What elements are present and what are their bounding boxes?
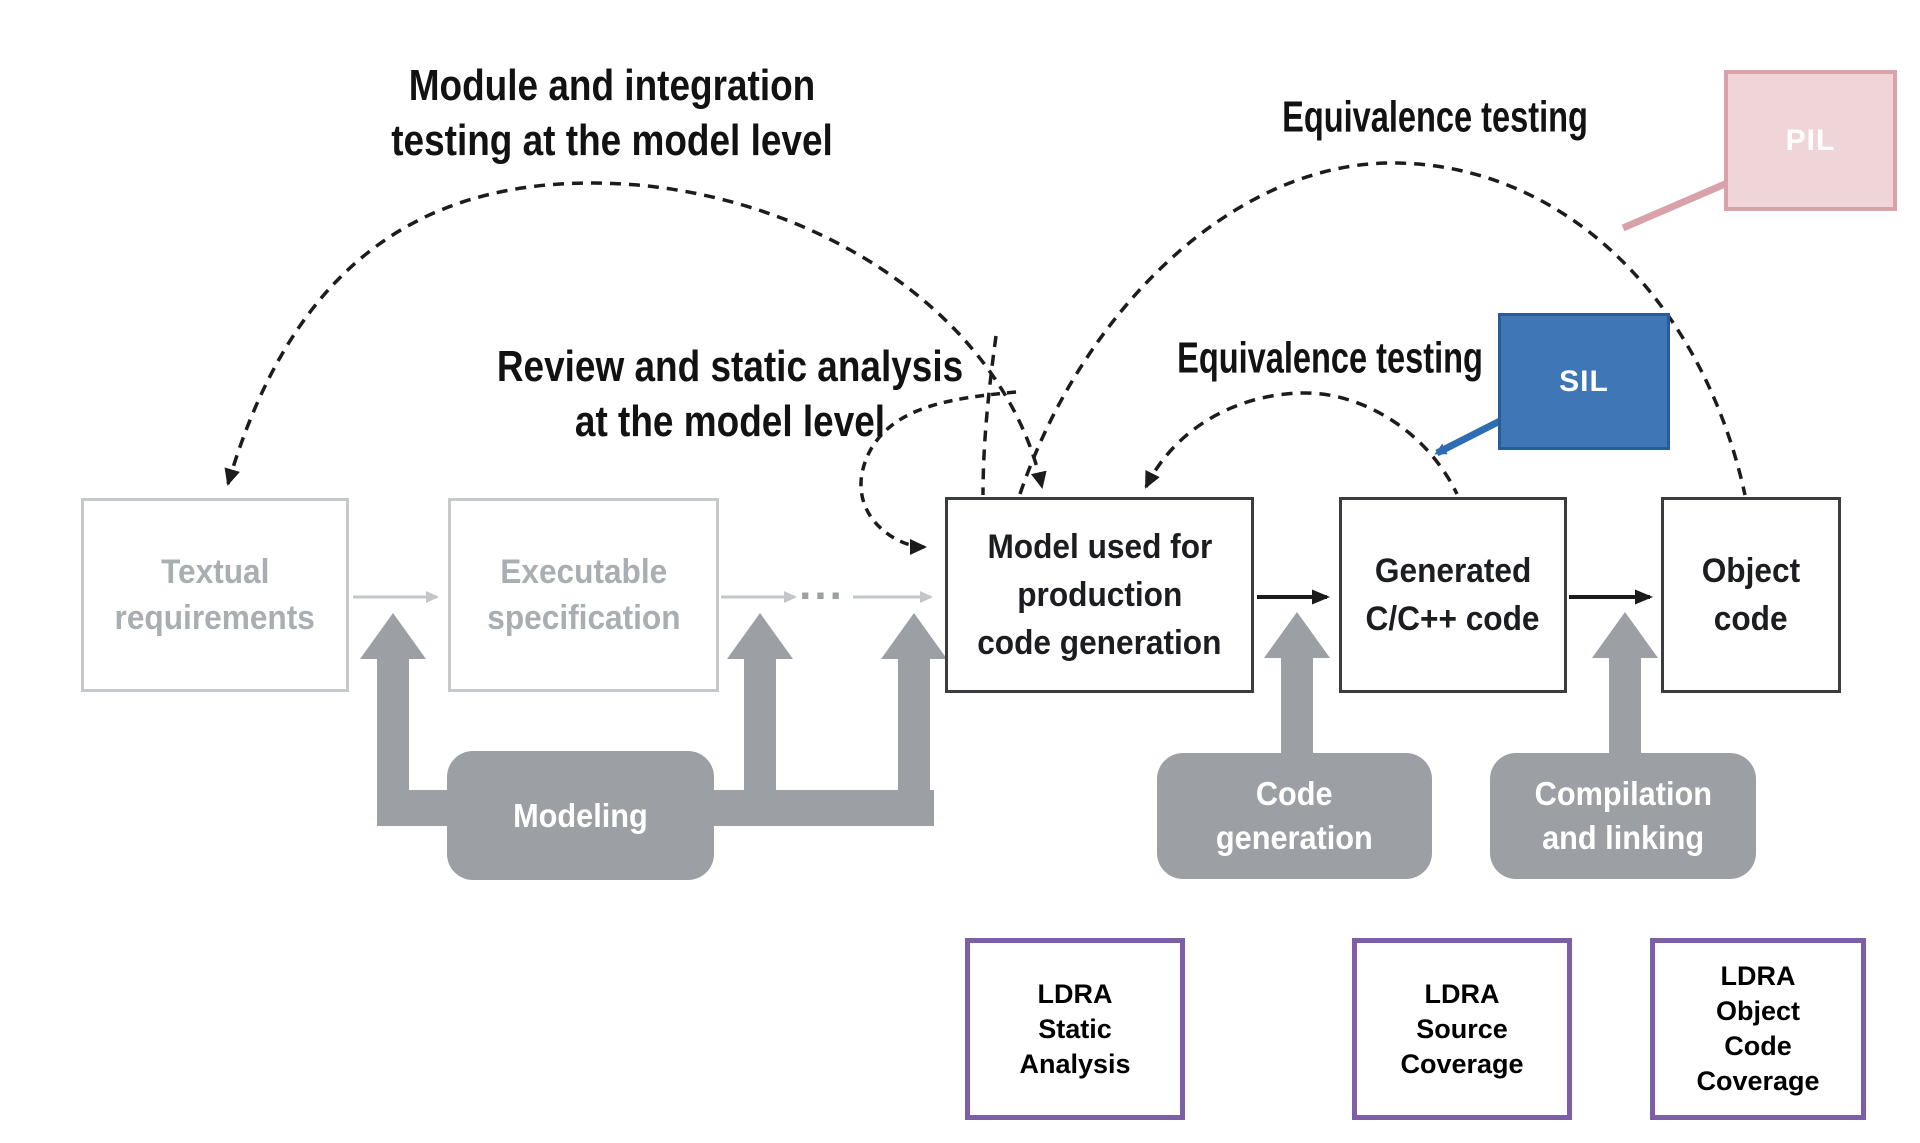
review-static-line1: Review and static analysis [496, 342, 964, 391]
object-code-box: Object code [1661, 497, 1841, 693]
executable-specification-box: Executable specification [448, 498, 719, 692]
compile-up-arrow [1592, 612, 1658, 755]
modeling-up-arrows [360, 613, 947, 826]
production-model-line2: production [1016, 576, 1183, 614]
object-code-line1: Object [1701, 552, 1801, 590]
modeling-arrow3-shaft [898, 650, 930, 795]
codegen-up-arrow [1264, 612, 1330, 755]
ldra-static-analysis-box: LDRA Static Analysis [965, 938, 1185, 1120]
modeling-arrow2-shaft [744, 650, 776, 795]
textual-requirements-line2: requirements [114, 599, 316, 637]
compile-arrow-head [1592, 612, 1658, 658]
ldra-source-coverage-box: LDRA Source Coverage [1352, 938, 1572, 1120]
sil-tag-label: SIL [1559, 364, 1609, 398]
ldra-source-line1: LDRA [1424, 978, 1500, 1009]
compilation-linking-process-box: Compilation and linking [1490, 753, 1756, 879]
arc-module-integration-testing [224, 181, 1047, 489]
equivalence-testing-top-label: Equivalence testing [1282, 92, 1588, 142]
object-code-line2: code [1714, 600, 1788, 638]
textual-requirements-box: Textual requirements [81, 498, 349, 692]
pil-connector-line [1621, 180, 1727, 232]
arc-equivalence-testing-pil [1018, 161, 1747, 496]
ldra-object-line2: Object [1715, 996, 1801, 1026]
modeling-arrow3-head [881, 613, 947, 659]
compilation-linking-line2: and linking [1542, 819, 1704, 856]
ldra-object-coverage-box: LDRA Object Code Coverage [1650, 938, 1866, 1120]
modeling-process-box: Modeling [447, 751, 714, 880]
ldra-object-line1: LDRA [1720, 961, 1796, 991]
modeling-arrow2-head [727, 613, 793, 659]
codegen-arrow-head [1264, 612, 1330, 658]
module-testing-label: Module and integration testing at the mo… [391, 58, 833, 168]
generated-code-line2: C/C++ code [1366, 600, 1540, 638]
textual-requirements-line1: Textual [160, 553, 270, 591]
modeling-label: Modeling [513, 796, 648, 834]
sil-tag: SIL [1498, 313, 1670, 450]
executable-specification-line1: Executable [500, 553, 667, 591]
equivalence-testing-mid-label: Equivalence testing [1177, 333, 1483, 383]
code-generation-line1: Code [1256, 775, 1333, 812]
compilation-linking-line1: Compilation [1534, 775, 1712, 812]
ldra-source-line3: Coverage [1400, 1048, 1524, 1079]
pil-tag-label: PIL [1785, 123, 1836, 157]
sil-connector-line [1434, 417, 1502, 457]
ldra-static-line2: Static [1038, 1013, 1112, 1044]
codegen-arrow-shaft [1281, 653, 1313, 755]
compile-arrow-shaft [1609, 653, 1641, 755]
ldra-object-line4: Coverage [1696, 1066, 1820, 1096]
executable-specification-line2: specification [486, 599, 681, 637]
ldra-static-line3: Analysis [1019, 1048, 1131, 1079]
ldra-object-line3: Code [1724, 1031, 1792, 1061]
code-generation-process-box: Code generation [1157, 753, 1432, 879]
arc-review-static-loop [859, 390, 1017, 555]
production-model-box: Model used for production code generatio… [945, 497, 1254, 693]
generated-code-box: Generated C/C++ code [1339, 497, 1567, 693]
arc-stub-line [981, 335, 998, 496]
review-static-line2: at the model level [574, 397, 886, 446]
review-static-label: Review and static analysis at the model … [497, 339, 963, 449]
code-generation-line2: generation [1216, 819, 1373, 856]
module-testing-line2: testing at the model level [391, 116, 833, 165]
arc-equivalence-testing-sil [1144, 391, 1459, 495]
pil-tag: PIL [1724, 70, 1897, 211]
modeling-right-bar [712, 790, 934, 826]
modeling-arrow1-elbow [377, 790, 449, 826]
generated-code-line1: Generated [1374, 552, 1532, 590]
ellipsis-text: ... [799, 560, 845, 609]
production-model-line3: code generation [977, 624, 1222, 662]
modeling-arrow1-head [360, 613, 426, 659]
production-model-line1: Model used for [987, 528, 1212, 566]
module-testing-line1: Module and integration [408, 61, 816, 110]
ldra-source-line2: Source [1416, 1013, 1508, 1044]
ldra-static-line1: LDRA [1037, 978, 1113, 1009]
